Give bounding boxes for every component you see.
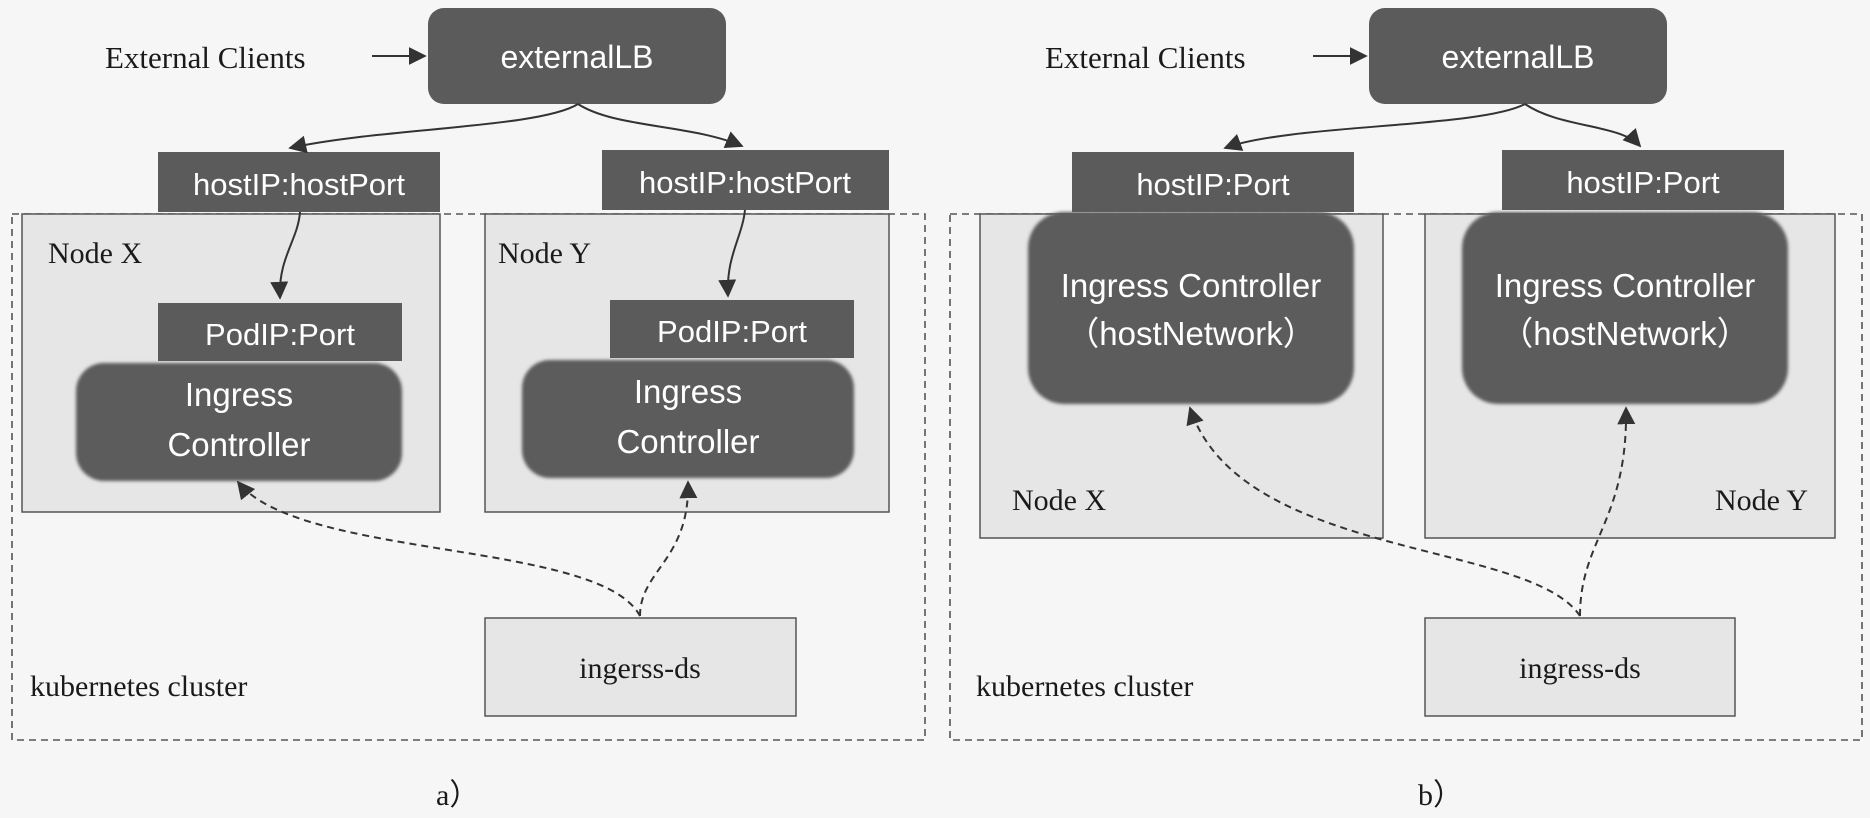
daemonset-label-b: ingress-ds bbox=[1519, 652, 1641, 685]
host-port-x-a bbox=[158, 152, 440, 212]
pod-port-x-a bbox=[158, 303, 402, 361]
external-lb-label-b: externalLB bbox=[1442, 39, 1595, 75]
external-lb-label-a: externalLB bbox=[501, 39, 654, 75]
arrow-hostport-to-podport-x-a bbox=[270, 211, 301, 300]
arrow-lb-to-node-x-a bbox=[288, 103, 579, 154]
ingress-controller-y-a bbox=[522, 360, 854, 478]
ingress-controller-y-b bbox=[1462, 212, 1788, 404]
node-y-label-b: Node Y bbox=[1715, 484, 1808, 517]
daemonset-label-a: ingerss-ds bbox=[579, 652, 701, 685]
host-port-y-a bbox=[602, 150, 889, 210]
external-clients-label-b: External Clients bbox=[1045, 40, 1246, 75]
cluster-boundary-a bbox=[11, 213, 926, 741]
external-clients-label-a: External Clients bbox=[105, 40, 306, 75]
cluster-label-b: kubernetes cluster bbox=[976, 670, 1193, 703]
panel-a: Node X Node Y hostIP:hostPort hostIP:hos… bbox=[11, 8, 926, 812]
host-port-y-b bbox=[1502, 150, 1784, 210]
ingress-controller-x-line1-b: Ingress Controller bbox=[1061, 267, 1321, 304]
ingress-controller-x-b bbox=[1028, 212, 1354, 404]
host-port-y-label-b: hostIP:Port bbox=[1566, 165, 1720, 200]
cluster-label-a: kubernetes cluster bbox=[30, 670, 247, 703]
dashed-arrow-ds-to-controller-y-b bbox=[1579, 406, 1636, 617]
arrow-lb-to-node-x-b bbox=[1223, 103, 1526, 151]
pod-port-y-label-a: PodIP:Port bbox=[657, 314, 807, 349]
arrow-lb-to-node-y-b bbox=[1524, 103, 1642, 148]
ingress-controller-x-a bbox=[76, 363, 402, 481]
host-port-x-b bbox=[1072, 152, 1354, 212]
panel-b: Node X Node Y hostIP:Port hostIP:Port In… bbox=[949, 8, 1863, 812]
node-x-label-a: Node X bbox=[48, 237, 142, 270]
cluster-boundary-b bbox=[949, 213, 1863, 741]
ingress-controller-x-line1-a: Ingress bbox=[185, 376, 293, 413]
caption-b: b） bbox=[1418, 779, 1463, 812]
external-lb-box-a bbox=[428, 8, 726, 104]
arrow-lb-to-node-y-a bbox=[577, 103, 744, 148]
ingress-controller-x-line2-a: Controller bbox=[167, 426, 310, 463]
caption-a: a） bbox=[436, 779, 479, 812]
node-x-label-b: Node X bbox=[1012, 484, 1106, 517]
host-port-y-label-a: hostIP:hostPort bbox=[639, 165, 851, 200]
arrow-hostport-to-podport-y-a bbox=[718, 209, 746, 298]
pod-port-x-label-a: PodIP:Port bbox=[205, 317, 355, 352]
daemonset-box-a bbox=[484, 617, 797, 717]
external-lb-box-b bbox=[1369, 8, 1667, 104]
ingress-controller-y-line1-a: Ingress bbox=[634, 373, 742, 410]
pod-port-y-a bbox=[610, 300, 854, 358]
dashed-arrow-ds-to-controller-x-a bbox=[236, 480, 641, 617]
daemonset-box-b bbox=[1424, 617, 1736, 717]
dashed-arrow-ds-to-controller-y-a bbox=[639, 480, 698, 617]
ingress-controller-y-line2-a: Controller bbox=[616, 423, 759, 460]
host-port-x-label-b: hostIP:Port bbox=[1136, 167, 1290, 202]
node-y-label-a: Node Y bbox=[498, 237, 591, 270]
ingress-controller-x-line2-b: （hostNetwork） bbox=[1066, 315, 1315, 352]
ingress-controller-y-line2-b: （hostNetwork） bbox=[1500, 315, 1749, 352]
host-port-x-label-a: hostIP:hostPort bbox=[193, 167, 405, 202]
ingress-controller-y-line1-b: Ingress Controller bbox=[1495, 267, 1755, 304]
